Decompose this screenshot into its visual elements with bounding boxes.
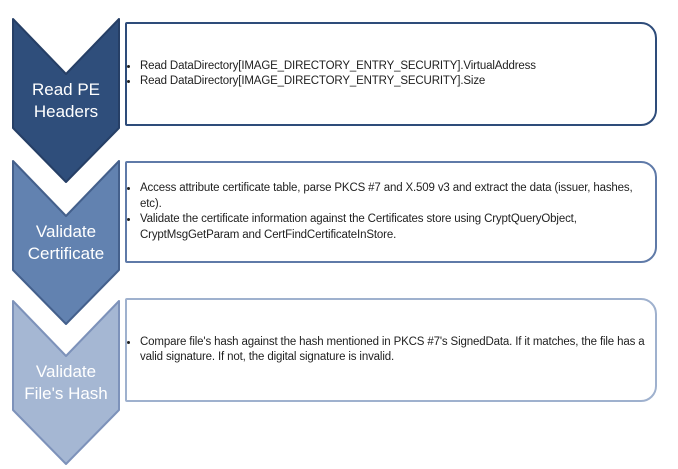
- bullet-list: Read DataDirectory[IMAGE_DIRECTORY_ENTRY…: [127, 59, 544, 90]
- bullet-item: Validate the certificate information aga…: [139, 212, 647, 243]
- bullet-list: Access attribute certificate table, pars…: [127, 181, 655, 243]
- step-label: Validate File's Hash: [12, 354, 120, 412]
- bullet-item: Read DataDirectory[IMAGE_DIRECTORY_ENTRY…: [139, 59, 536, 75]
- step-detail-box-validate-certificate: Access attribute certificate table, pars…: [125, 161, 657, 263]
- chevron-shape-validate-certificate: Validate Certificate: [12, 160, 120, 325]
- step-label-line: Validate: [35, 222, 97, 241]
- bullet-item: Compare file's hash against the hash men…: [139, 335, 647, 366]
- step-label: Validate Certificate: [12, 214, 120, 272]
- down-chevron-icon: [12, 300, 120, 465]
- step-label: Read PE Headers: [12, 72, 120, 130]
- bullet-list: Compare file's hash against the hash men…: [127, 335, 655, 366]
- down-chevron-icon: [12, 18, 120, 183]
- chevron-shape-read-pe-headers: Read PE Headers: [12, 18, 120, 183]
- step-detail-box-validate-files-hash: Compare file's hash against the hash men…: [125, 298, 657, 402]
- down-chevron-icon: [12, 160, 120, 325]
- step-label-line: File's Hash: [24, 384, 108, 403]
- step-label-line: Headers: [33, 102, 99, 121]
- step-label-line: Validate: [35, 362, 97, 381]
- step-label-line: Certificate: [27, 244, 105, 263]
- step-label-line: Read PE: [31, 80, 101, 99]
- step-detail-box-read-pe-headers: Read DataDirectory[IMAGE_DIRECTORY_ENTRY…: [125, 22, 657, 126]
- bullet-item: Access attribute certificate table, pars…: [139, 181, 647, 212]
- bullet-item: Read DataDirectory[IMAGE_DIRECTORY_ENTRY…: [139, 74, 536, 90]
- chevron-shape-validate-files-hash: Validate File's Hash: [12, 300, 120, 465]
